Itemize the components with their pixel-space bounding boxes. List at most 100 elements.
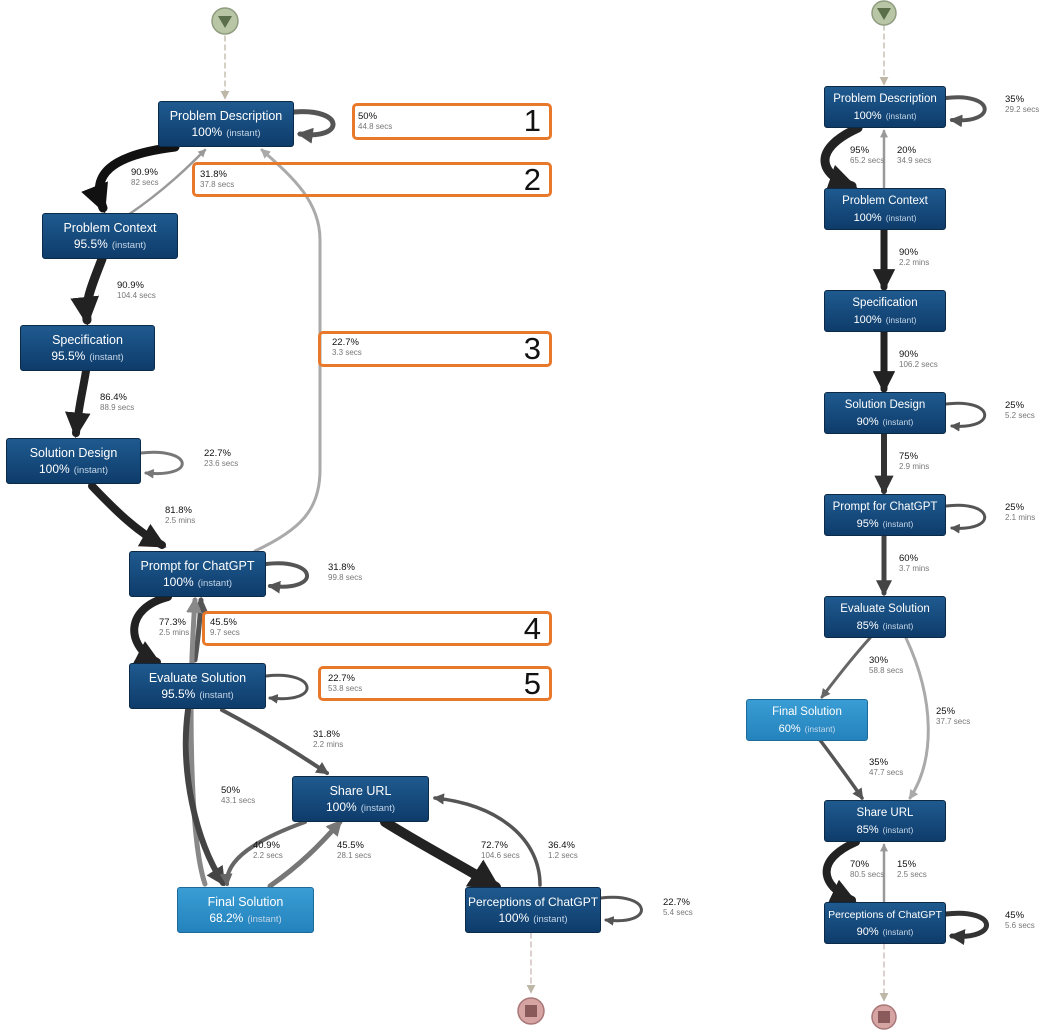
r-node-solution-design[interactable]: Solution Design 90%(instant) [824, 392, 946, 434]
highlight-box-2: 2 [192, 162, 552, 197]
start-marker-right [871, 0, 897, 26]
edge-es-to-fs [182, 707, 226, 887]
edge-pc-to-sp [70, 254, 107, 326]
r-edge-label-sd-to-pg: 75%2.9 mins [899, 451, 930, 471]
node-percent: 95% [856, 518, 879, 530]
r-node-final-solution[interactable]: Final Solution 60%(instant) [746, 699, 868, 741]
r-edge-label-fs-to-su: 35%47.7 secs [869, 757, 904, 777]
highlight-box-1: 1 [352, 103, 552, 140]
node-label: Prompt for ChatGPT [140, 559, 255, 573]
node-label: Specification [852, 297, 918, 309]
node-label: Evaluate Solution [148, 671, 247, 685]
r-edge-label-pc-to-pd: 20%34.9 secs [897, 145, 932, 165]
edge-pg-to-es [130, 593, 172, 666]
edge-label-pc-to-sp: 90.9%104.4 secs [117, 280, 156, 300]
node-prompt-for-chatgpt[interactable]: Prompt for ChatGPT 100%(instant) [129, 551, 266, 597]
node-duration: (instant) [533, 914, 568, 925]
edge-fs-to-su [267, 819, 343, 889]
edge-sp-to-sd [65, 367, 91, 439]
node-percent: 100% [498, 911, 530, 925]
r-edge-label-pe-self: 45%5.6 secs [1005, 910, 1035, 930]
node-final-solution[interactable]: Final Solution 68.2%(instant) [177, 887, 314, 933]
node-duration: (instant) [111, 240, 147, 251]
edge-pe-self [599, 895, 643, 926]
highlight-box-5: 5 [318, 666, 552, 701]
node-duration: (instant) [89, 352, 124, 363]
node-percent: 100% [325, 800, 357, 814]
node-percent: 95.5% [161, 687, 196, 701]
node-label: Final Solution [772, 706, 842, 718]
node-solution-design[interactable]: Solution Design 100%(instant) [6, 438, 141, 484]
edge-label-pc-to-pd: 31.8%37.8 secs [200, 169, 235, 189]
node-label: Problem Description [169, 109, 283, 123]
r-node-share-url[interactable]: Share URL 85%(instant) [824, 800, 946, 842]
edge-label-su-to-pe: 72.7%104.6 secs [481, 840, 520, 860]
edge-label-pg-to-es: 77.3%2.5 mins [159, 617, 190, 637]
node-label: Perceptions of ChatGPT [467, 895, 599, 909]
node-duration: (instant) [247, 914, 282, 925]
node-percent: 95.5% [73, 237, 108, 251]
node-share-url[interactable]: Share URL 100%(instant) [292, 776, 429, 822]
node-label: Solution Design [844, 399, 926, 411]
r-edge-label-su-to-pe: 70%80.5 secs [850, 859, 885, 879]
r-edge-pd-to-pc [820, 123, 863, 193]
r-node-perceptions-of-chatgpt[interactable]: Perceptions of ChatGPT 90%(instant) [824, 902, 946, 944]
r-node-problem-context[interactable]: Problem Context 100%(instant) [824, 188, 946, 230]
node-duration: (instant) [882, 417, 914, 427]
r-edge-label-pg-to-es: 60%3.7 mins [899, 553, 930, 573]
edge-label-es-to-fs: 50%43.1 secs [221, 785, 256, 805]
edge-label-pg-self: 31.8%99.8 secs [328, 562, 363, 582]
node-duration: (instant) [73, 465, 109, 476]
node-percent: 90% [856, 416, 879, 428]
node-problem-description[interactable]: Problem Description 100%(instant) [158, 101, 294, 147]
highlight-box-4: 4 [202, 611, 552, 646]
edge-label-pe-self: 22.7%5.4 secs [663, 897, 693, 917]
r-edge-pg-self [944, 503, 987, 534]
node-duration: (instant) [882, 927, 914, 937]
node-label: Problem Description [833, 93, 937, 105]
r-edge-es-to-fs [820, 636, 872, 699]
r-node-problem-description[interactable]: Problem Description 100%(instant) [824, 86, 946, 128]
end-marker-right [871, 1004, 897, 1030]
node-duration: (instant) [885, 213, 917, 223]
node-duration: (instant) [226, 128, 261, 139]
node-duration: (instant) [885, 315, 917, 325]
edge-label-es-to-su: 31.8%2.2 mins [313, 729, 344, 749]
node-duration: (instant) [199, 690, 234, 701]
r-node-specification[interactable]: Specification 100%(instant) [824, 290, 946, 332]
edge-label-pg-to-pd: 22.7%3.3 secs [332, 337, 362, 357]
edge-fs-to-pg [186, 596, 208, 887]
end-marker-left [517, 997, 545, 1025]
edge-label-su-to-fs: 40.9%2.2 secs [253, 840, 283, 860]
node-label: Problem Context [842, 195, 928, 207]
r-node-prompt-for-chatgpt[interactable]: Prompt for ChatGPT 95%(instant) [824, 494, 946, 536]
edge-pg-to-pd [253, 148, 322, 553]
node-problem-context[interactable]: Problem Context 95.5%(instant) [42, 213, 178, 259]
node-specification[interactable]: Specification 95.5%(instant) [20, 325, 155, 371]
r-node-evaluate-solution[interactable]: Evaluate Solution 85%(instant) [824, 596, 946, 638]
node-duration: (instant) [882, 825, 914, 835]
r-edge-su-to-pe [822, 838, 860, 904]
node-duration: (instant) [360, 803, 396, 814]
node-label: Solution Design [29, 446, 118, 460]
r-edge-pe-self [943, 910, 989, 946]
r-edge-label-pe-to-su: 15%2.5 secs [897, 859, 927, 879]
r-edge-fs-to-su [818, 738, 864, 800]
node-percent: 100% [162, 575, 194, 589]
edge-label-sp-to-sd: 86.4%88.9 secs [100, 392, 135, 412]
edge-pd-self [291, 109, 336, 144]
node-duration: (instant) [882, 621, 914, 631]
r-edge-label-es-to-fs: 30%58.8 secs [869, 655, 904, 675]
edge-label-es-to-pg: 45.5%9.7 secs [210, 617, 240, 637]
edge-es-to-su [220, 708, 330, 775]
edge-sd-to-pg [88, 482, 167, 549]
node-percent: 100% [191, 125, 223, 139]
node-evaluate-solution[interactable]: Evaluate Solution 95.5%(instant) [129, 663, 266, 709]
edge-label-pd-to-pc: 90.9%82 secs [131, 167, 159, 187]
r-edge-es-to-su [904, 636, 930, 800]
node-perceptions-of-chatgpt[interactable]: Perceptions of ChatGPT 100%(instant) [465, 887, 601, 933]
node-percent: 68.2% [209, 911, 244, 925]
node-label: Prompt for ChatGPT [832, 501, 938, 513]
highlight-box-3: 3 [318, 331, 552, 367]
